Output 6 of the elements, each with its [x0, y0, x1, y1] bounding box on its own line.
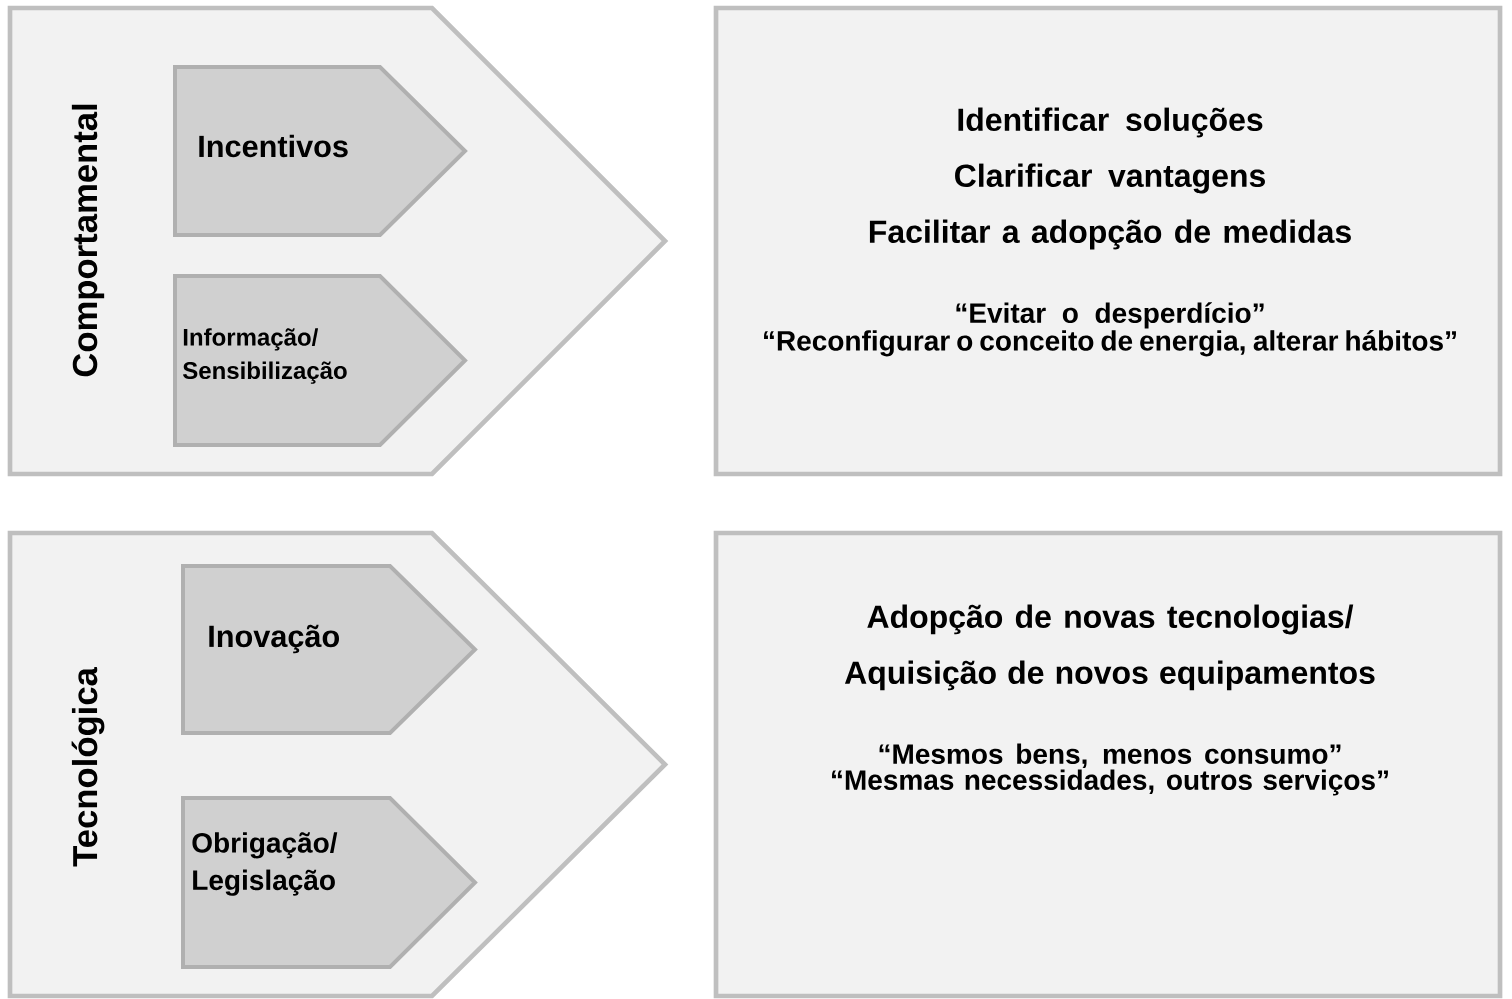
text-panel: Adopção de novas tecnologias/ Aquisição de novos equipamentos “Mesmos bens, menos consumo” “Mesmas necessidades, outros serviços” — [713, 530, 1503, 999]
chevron-box: Incentivos — [173, 65, 468, 237]
chevron-box: Obrigação/ Legislação — [181, 796, 478, 969]
text-panel: Identificar soluções Clarificar vantagens Facilitar a adopção de medidas “Evitar o desperdício” “Reconfigurar o conceito de energia, alterar hábitos” — [713, 5, 1503, 477]
chevron-box: Informação/ Sensibilização — [173, 274, 468, 447]
chevron-box: Inovação — [181, 564, 478, 735]
